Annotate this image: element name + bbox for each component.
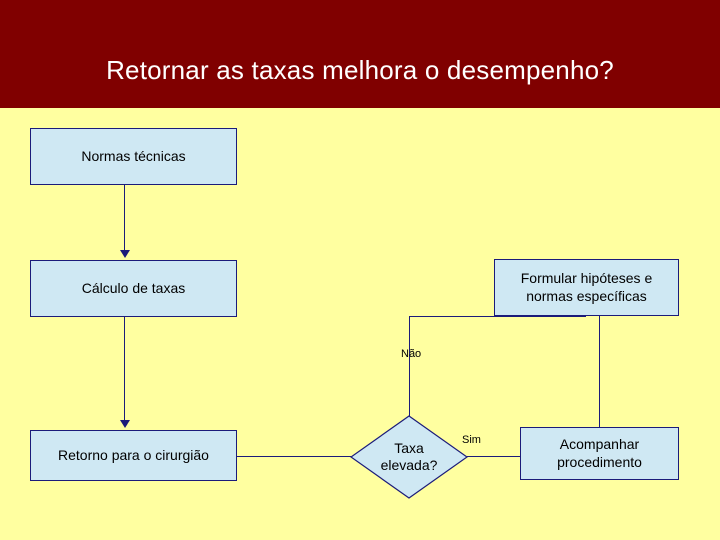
edge-taxa-nao-horizontal <box>409 316 586 317</box>
node-acompanhar-procedimento[interactable]: Acompanhar procedimento <box>520 427 679 480</box>
edge-normas-to-calculo <box>124 185 125 251</box>
edge-taxa-sim-horizontal <box>467 456 520 457</box>
node-formular-hipoteses-label: Formular hipóteses e normas específicas <box>520 270 653 304</box>
node-normas-tecnicas[interactable]: Normas técnicas <box>30 128 237 185</box>
edge-calculo-to-retorno-arrowhead <box>120 420 130 428</box>
node-formular-hipoteses[interactable]: Formular hipóteses e normas específicas <box>494 259 679 316</box>
left-margin-strip <box>0 108 18 540</box>
edge-calculo-to-retorno <box>124 317 125 421</box>
node-retorno-para-o-cirurgiao-label: Retorno para o cirurgião <box>58 446 209 463</box>
node-retorno-para-o-cirurgiao[interactable]: Retorno para o cirurgião <box>30 430 237 481</box>
node-calculo-de-taxas-label: Cálculo de taxas <box>81 279 186 296</box>
page-title: Retornar as taxas melhora o desempenho? <box>106 55 614 86</box>
edge-normas-to-calculo-arrowhead <box>120 250 130 258</box>
node-calculo-de-taxas[interactable]: Cálculo de taxas <box>30 260 237 317</box>
edge-label-sim: Sim <box>462 434 481 446</box>
node-normas-tecnicas-label: Normas técnicas <box>81 147 186 164</box>
node-acompanhar-procedimento-label: Acompanhar procedimento <box>557 436 642 470</box>
node-taxa-elevada-label: Taxa elevada? <box>380 439 438 474</box>
bottom-margin-strip <box>0 522 720 540</box>
edge-label-nao: Não <box>401 348 422 360</box>
title-band <box>0 0 720 108</box>
edge-acompanhar-to-formular <box>599 316 600 427</box>
node-taxa-elevada[interactable]: Taxa elevada? <box>350 415 468 499</box>
edge-retorno-to-taxa <box>237 456 351 457</box>
edge-taxa-nao-vertical <box>409 316 410 416</box>
diamond-shape-icon <box>350 415 468 499</box>
